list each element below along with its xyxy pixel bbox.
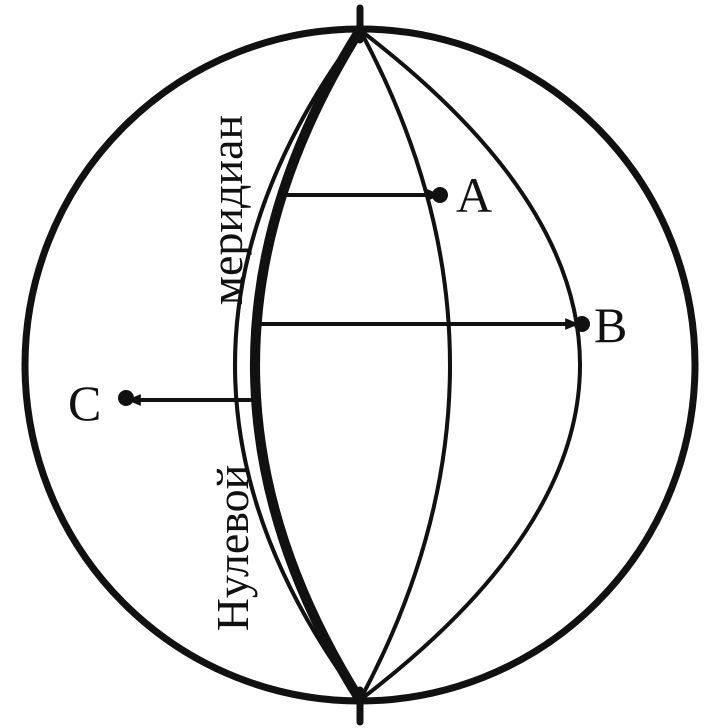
point-c-label: C bbox=[68, 375, 101, 431]
point-a-label: A bbox=[456, 167, 492, 223]
prime-meridian-label-zero: Нулевой bbox=[207, 465, 258, 632]
point-b bbox=[574, 316, 590, 332]
prime-meridian-label-meridian: меридиан bbox=[201, 115, 252, 305]
point-c bbox=[118, 390, 134, 406]
meridian-east-inner bbox=[360, 30, 450, 700]
point-b-label: B bbox=[594, 297, 627, 353]
prime-meridian bbox=[255, 30, 360, 700]
globe-outline bbox=[25, 29, 695, 701]
meridian-east-outer bbox=[360, 30, 580, 700]
point-a bbox=[432, 187, 448, 203]
